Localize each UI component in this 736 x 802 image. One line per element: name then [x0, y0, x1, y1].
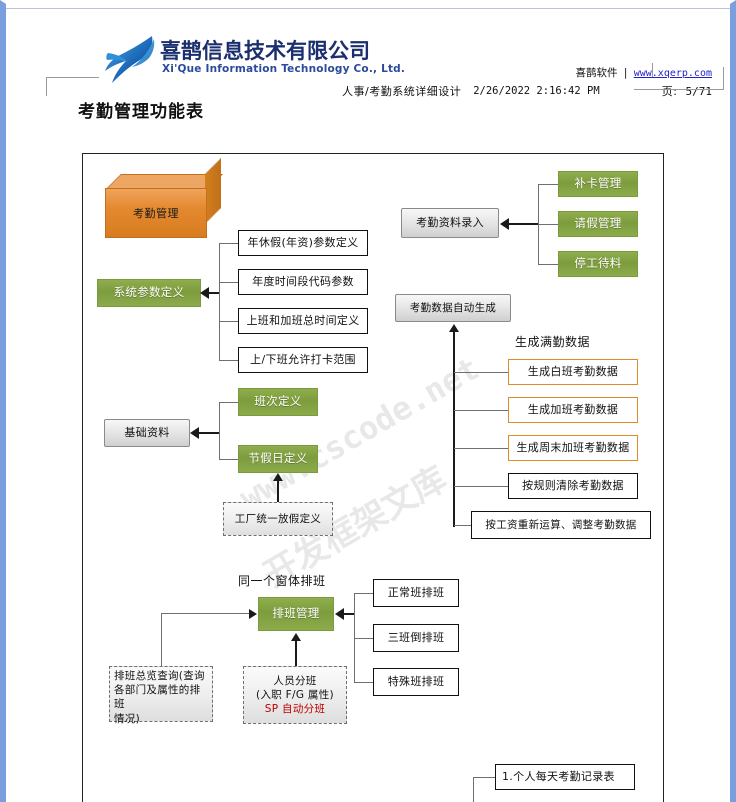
document-title: 人事/考勤系统详细设计 [342, 85, 462, 98]
connector-entry-item-3 [538, 264, 558, 265]
company-url-link[interactable]: www.xqerp.com [633, 68, 712, 79]
node-holiday-definition[interactable]: 节假日定义 [238, 445, 323, 480]
arrow-entry [500, 218, 509, 230]
connector-sysparam-spine [219, 243, 220, 360]
node-card-replacement-management[interactable]: 补卡管理 [558, 171, 643, 204]
node-report-personal-daily[interactable]: 1.个人每天考勤记录表 [495, 764, 635, 790]
connector-autogen-item-5 [454, 525, 471, 526]
connector-assign-to-sched [295, 641, 297, 666]
node-three-shift-schedule[interactable]: 三班倒排班 [373, 624, 459, 652]
assign-line-3-highlight: SP 自动分班 [264, 703, 326, 716]
connector-autogen-item-2 [454, 410, 508, 411]
node-staff-shift-assignment[interactable]: 人员分班 (入职 F/G 属性) SP 自动分班 [243, 666, 347, 724]
arrow-overview-to-sched [249, 609, 257, 619]
node-leave-management[interactable]: 请假管理 [558, 211, 643, 244]
assign-line-1: 人员分班 [273, 674, 317, 687]
node-generate-overtime[interactable]: 生成加班考勤数据 [508, 397, 638, 423]
node-system-parameter-definition[interactable]: 系统参数定义 [97, 279, 206, 314]
node-recalc-by-salary[interactable]: 按工资重新运算、调整考勤数据 [471, 511, 651, 539]
root-box-label: 考勤管理 [105, 188, 207, 238]
connector-basicdata-item-1 [219, 402, 238, 403]
page-sheet: 喜鹊信息技术有限公司 Xi'Que Information Technology… [6, 8, 730, 802]
connector-sysparam-item-4 [219, 360, 238, 361]
connector-sched-to-node [344, 613, 354, 615]
page-title: 考勤管理功能表 [78, 102, 204, 122]
magpie-logo-icon [105, 36, 155, 83]
company-name-en: Xi'Que Information Technology Co., Ltd. [162, 63, 406, 75]
label-same-window-scheduling: 同一个窗体排班 [238, 574, 326, 588]
arrow-autogen-up [449, 324, 459, 332]
connector-reports-spine [473, 777, 474, 802]
connector-sysparam-item-3 [219, 321, 238, 322]
connector-overview-vertical [161, 613, 162, 666]
arrow-sysparam [200, 287, 209, 299]
arrow-assign-up [291, 633, 301, 641]
connector-sched-item-2 [354, 638, 373, 639]
node-yearly-period-code-param[interactable]: 年度时间段代码参数 [238, 269, 368, 295]
header-corner-mark [46, 77, 99, 96]
connector-overview-horizontal [161, 613, 249, 614]
connector-sysparam-item-2 [219, 282, 238, 283]
node-generate-day-shift[interactable]: 生成白班考勤数据 [508, 359, 638, 385]
connector-basicdata-spine [219, 402, 220, 459]
node-factory-unified-holiday[interactable]: 工厂统一放假定义 [223, 502, 333, 536]
node-punch-range[interactable]: 上/下班允许打卡范围 [238, 347, 368, 373]
watermark-url: www.cscode.net [233, 349, 486, 517]
connector-reports-item-1 [473, 777, 495, 778]
overview-line-2: 各部门及属性的排班 [114, 684, 201, 711]
group-label-full-attendance: 生成满勤数据 [515, 335, 591, 349]
connector-sysparam-to-node [209, 292, 219, 294]
header-rule-corner [723, 67, 724, 90]
connector-autogen-item-1 [454, 372, 508, 373]
root-box-side-face [205, 158, 221, 224]
connector-entry-item-2 [538, 224, 558, 225]
node-auto-generate-attendance[interactable]: 考勤数据自动生成 [395, 294, 511, 322]
node-special-shift-schedule[interactable]: 特殊班排班 [373, 668, 459, 696]
page-label: 页: [661, 85, 678, 98]
connector-autogen-item-3 [454, 448, 508, 449]
assign-line-2: (入职 F/G 属性) [256, 688, 334, 701]
node-attendance-data-entry[interactable]: 考勤资料录入 [401, 208, 499, 238]
header-rule-right [634, 89, 724, 90]
arrow-factory-holiday [273, 473, 283, 481]
overview-line-3: 情况) [114, 712, 140, 725]
factory-holiday-label: 工厂统一放假定义 [234, 512, 322, 525]
connector-sched-item-1 [354, 593, 373, 594]
connector-sched-spine [354, 593, 355, 682]
node-schedule-overview-query[interactable]: 排班总览查询(查询 各部门及属性的排班 情况) [109, 666, 213, 725]
node-scheduling-management[interactable]: 排班管理 [258, 597, 339, 638]
connector-basicdata-to-node [199, 432, 219, 434]
brand-separator: | [623, 67, 628, 79]
connector-sysparam-item-1 [219, 243, 238, 244]
node-work-overtime-total-time[interactable]: 上班和加班总时间定义 [238, 308, 368, 334]
company-name-cn: 喜鹊信息技术有限公司 [160, 39, 370, 63]
header-doc-line: 人事/考勤系统详细设计 2/26/2022 2:16:42 PM 页: 5/71 [342, 83, 712, 99]
node-basic-data[interactable]: 基础资料 [104, 419, 190, 447]
connector-factory-to-holiday [277, 481, 279, 502]
header-brand-line: 喜鹊软件 | www.xqerp.com [575, 65, 712, 80]
connector-entry-to-node [509, 223, 538, 225]
node-work-stoppage[interactable]: 停工待料 [558, 251, 643, 284]
node-annual-leave-param[interactable]: 年休假(年资)参数定义 [238, 230, 368, 256]
header-rule-top [652, 63, 653, 77]
brand-name: 喜鹊软件 [575, 67, 618, 79]
node-generate-weekend-overtime[interactable]: 生成周末加班考勤数据 [508, 435, 638, 461]
arrow-basicdata [190, 427, 199, 439]
connector-entry-item-1 [538, 184, 558, 185]
company-logo: 喜鹊信息技术有限公司 Xi'Que Information Technology… [102, 31, 405, 87]
connector-autogen-item-4 [454, 486, 508, 487]
connector-basicdata-item-2 [219, 459, 238, 460]
node-attendance-management-root: 考勤管理 [105, 158, 237, 248]
node-normal-shift-schedule[interactable]: 正常班排班 [373, 579, 459, 607]
connector-sched-item-3 [354, 682, 373, 683]
overview-line-1: 排班总览查询(查询 [114, 670, 205, 682]
node-shift-definition[interactable]: 班次定义 [238, 388, 323, 423]
diagram-frame: www.cscode.net 开发框架文库 考勤管理 系统参数定义 年休假(年资… [82, 153, 664, 802]
document-datetime: 2/26/2022 2:16:42 PM [473, 85, 600, 97]
connector-autogen-spine [453, 332, 455, 527]
node-clear-by-rule[interactable]: 按规则清除考勤数据 [508, 473, 638, 499]
arrow-sched-right [335, 608, 344, 620]
page-number: 5/71 [685, 84, 713, 98]
